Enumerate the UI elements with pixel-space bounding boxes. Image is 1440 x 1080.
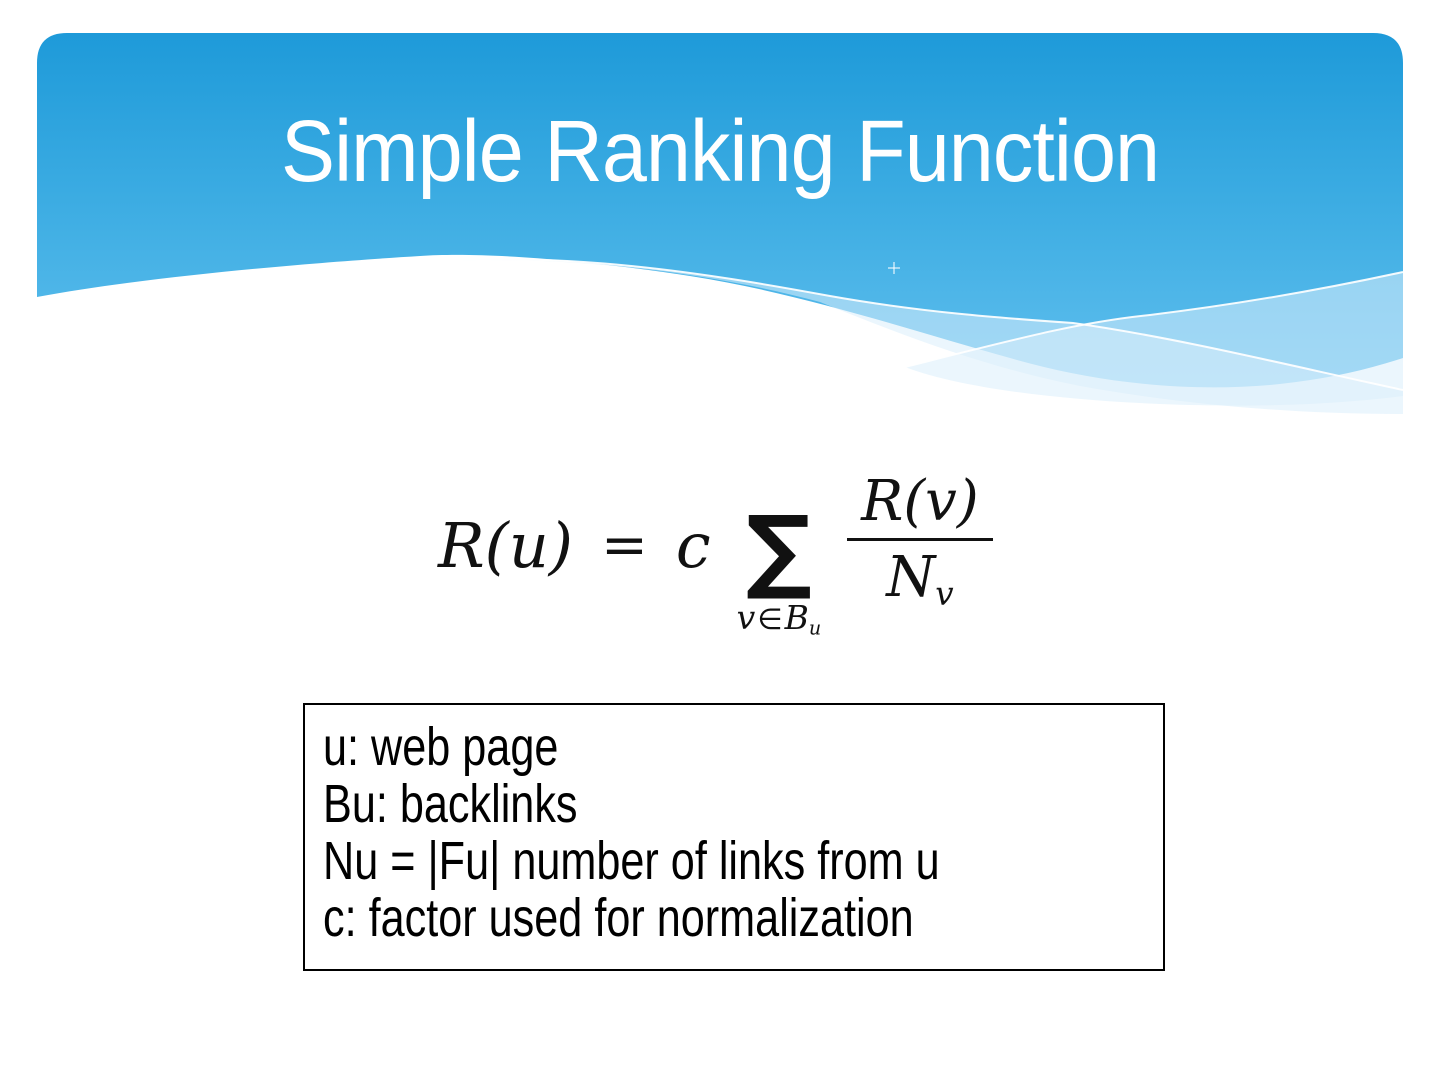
denominator-subscript: v (935, 574, 954, 613)
formula-lhs: R(u) (438, 509, 573, 582)
element-of-symbol: ∈ (757, 602, 783, 637)
header-panel (37, 33, 1403, 388)
fraction-denominator: Nv (872, 548, 967, 613)
denominator-base: N (886, 544, 936, 610)
slide-title-text: Simple Ranking Function (280, 103, 1160, 200)
definition-bu: Bu: backlinks (323, 774, 578, 834)
fraction-bar (847, 537, 993, 541)
formula-coefficient: c (675, 509, 711, 582)
sum-sub-var: v (736, 598, 756, 638)
sparkle-icon (888, 262, 900, 274)
formula-fraction: R(v) Nv (847, 469, 993, 613)
definition-nu: Nu = |Fu| number of links from u (323, 831, 940, 891)
wave-line-b (904, 271, 1404, 368)
definition-c: c: factor used for normalization (323, 888, 914, 948)
sum-sub-set: B (784, 598, 809, 638)
fraction-numerator: R(v) (861, 469, 979, 534)
ranking-formula: R(u) = c ∑ v∈Bu R(v) Nv (438, 452, 993, 640)
sum-sub-set-subscript: u (808, 616, 822, 640)
slide-title: Simple Ranking Function (37, 104, 1403, 200)
formula-equals: = (601, 513, 648, 578)
header-wave-graphic (37, 33, 1404, 414)
summation-subscript: v∈Bu (737, 601, 822, 637)
definition-u: u: web page (323, 717, 559, 777)
formula-summation: ∑ v∈Bu (737, 496, 822, 638)
sigma-symbol: ∑ (745, 496, 812, 604)
wave-band-b (905, 272, 1403, 406)
definitions-box: u: web page Bu: backlinks Nu = |Fu| numb… (303, 703, 1165, 971)
wave-line-a (429, 258, 1404, 391)
